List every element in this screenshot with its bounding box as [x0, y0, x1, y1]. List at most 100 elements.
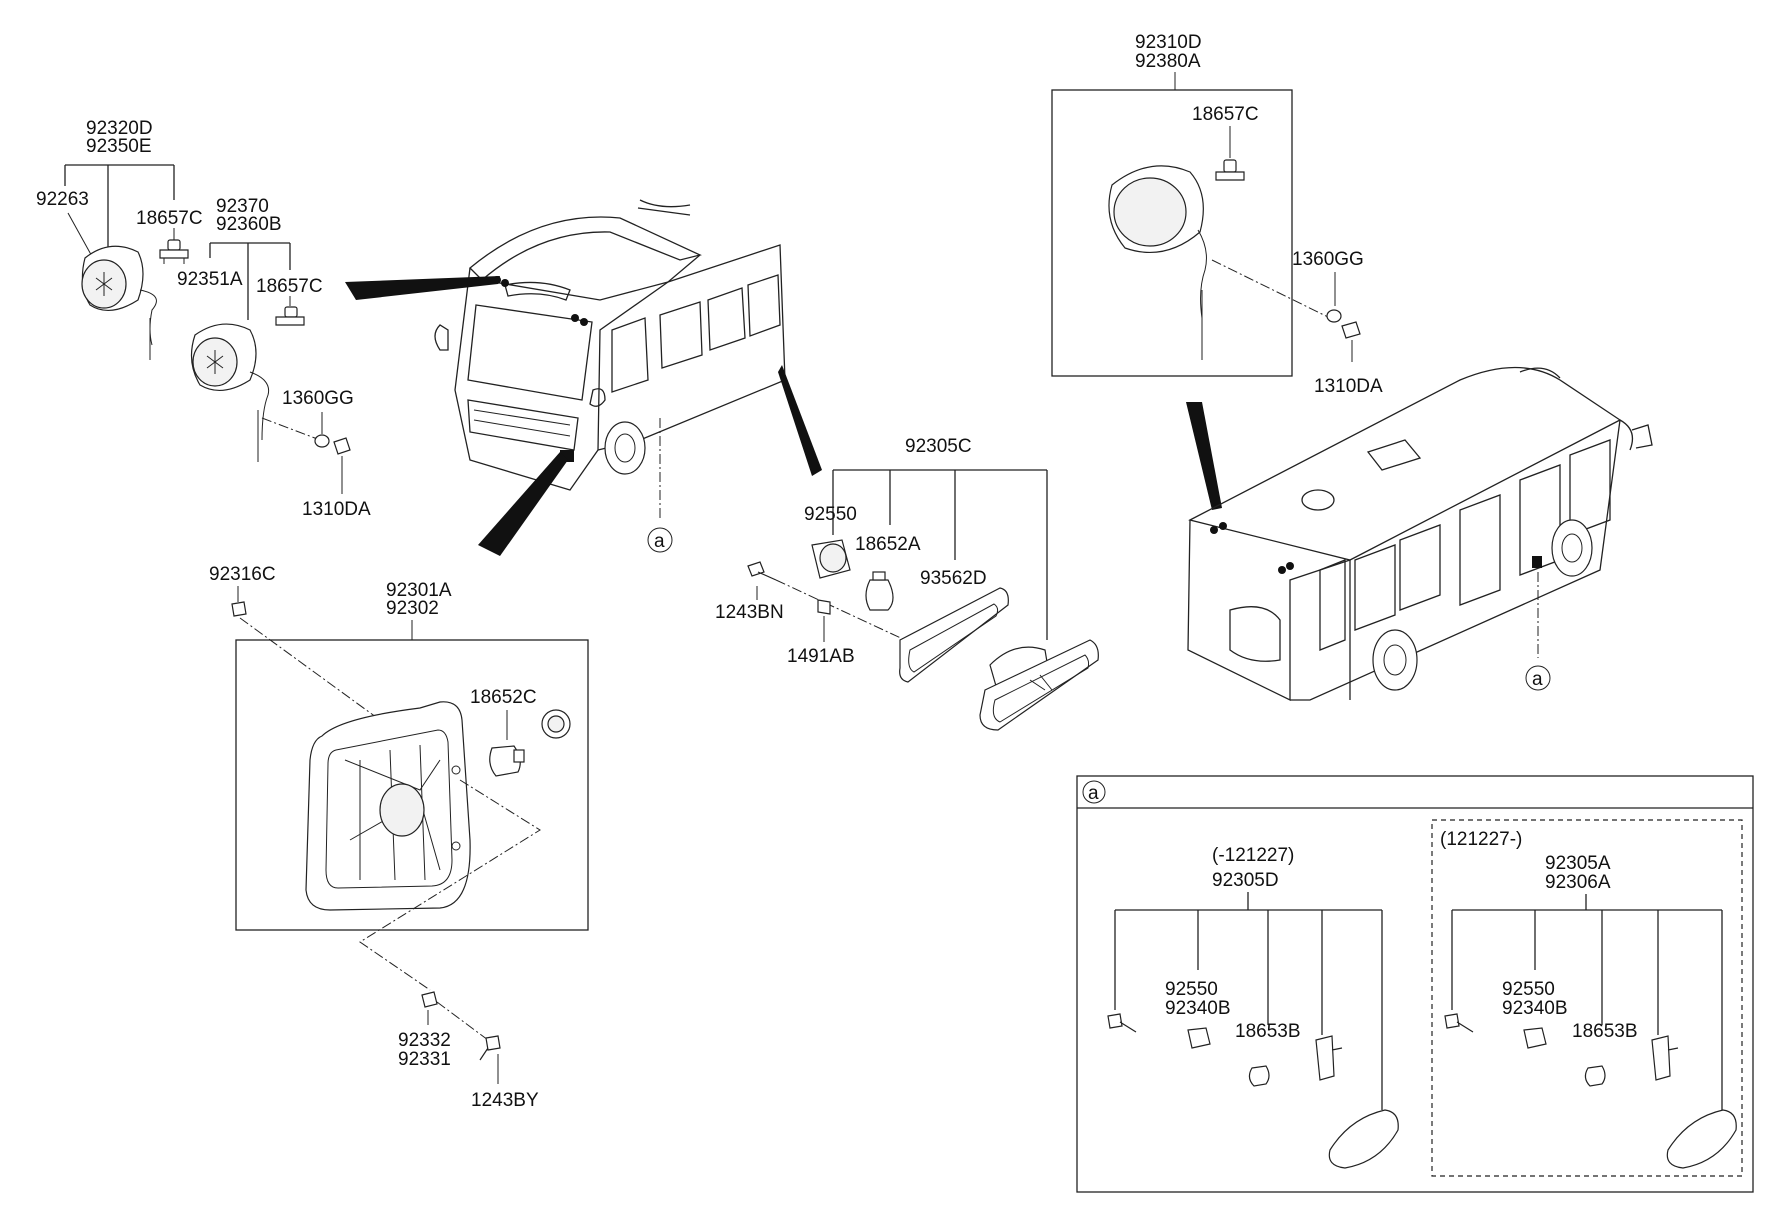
- label-18657c-c: 18657C: [1192, 104, 1259, 125]
- label-18653b-b: 18653B: [1572, 1021, 1638, 1042]
- label-92263: 92263: [36, 189, 89, 210]
- label-p121227: (121227-): [1440, 829, 1522, 850]
- axis-line-a: [261, 417, 321, 441]
- corner-lamp-part: [305, 701, 471, 911]
- washer-1360gg-a: [314, 434, 330, 448]
- washer-1360gg-b: [1326, 309, 1342, 323]
- ref-circle-a-2: [1525, 665, 1551, 691]
- marker-lens-detail-a: [1328, 1109, 1399, 1169]
- pointer-rear-roof: [1186, 402, 1222, 510]
- label-18657c-a: 18657C: [136, 208, 203, 229]
- label-18652a: 18652A: [855, 534, 921, 555]
- leader-92263: [67, 212, 95, 261]
- label-92332: 92332: [398, 1030, 451, 1051]
- nut-1310da-a: [333, 437, 351, 455]
- socket-92550-c: [1523, 1027, 1547, 1049]
- label-18652c: 18652C: [470, 687, 537, 708]
- corner-lamp-group: 92316C 92301A 92302 18652C 92: [209, 564, 589, 1111]
- label-92302: 92302: [386, 598, 439, 619]
- axis-line-c: [775, 579, 906, 641]
- label-18657c-b: 18657C: [256, 276, 323, 297]
- marker-lens-detail-b: [1666, 1109, 1737, 1169]
- ref-circle-a-1: [647, 527, 673, 553]
- label-1243bn: 1243BN: [715, 602, 784, 623]
- screw-detail-a: [1107, 1013, 1137, 1033]
- bulb-18653b-a: [1248, 1065, 1270, 1087]
- label-92306a: 92306A: [1545, 872, 1611, 893]
- label-1360gg-b: 1360GG: [1292, 249, 1364, 270]
- callout-92305d: [1114, 892, 1383, 1110]
- nut-92332: [421, 991, 438, 1008]
- label-m121227: (-121227): [1212, 845, 1294, 866]
- variant-box-121227: [1431, 819, 1743, 1177]
- rear-lamp-box: [1051, 89, 1293, 377]
- socket-92550-b: [1187, 1027, 1211, 1049]
- pointer-side-marker: [778, 365, 822, 476]
- axis-line-d: [239, 617, 381, 721]
- callout-92305c: [832, 469, 1048, 640]
- bulb-18657c-b: [275, 306, 305, 326]
- callout-92305a: [1451, 894, 1723, 1110]
- label-92380a: 92380A: [1135, 51, 1201, 72]
- pointer-roof-left: [345, 276, 500, 300]
- detail-a-frame: [1076, 775, 1754, 1193]
- label-92320d: 92320D: [86, 118, 153, 139]
- clip-1491ab: [817, 599, 831, 615]
- label-92340b-b: 92340B: [1502, 998, 1568, 1019]
- bus-front-view: [434, 199, 786, 491]
- label-92340b-a: 92340B: [1165, 998, 1231, 1019]
- axis-line-f: [436, 1001, 489, 1041]
- label-92301a: 92301A: [386, 580, 452, 601]
- bulb-18652a: [865, 571, 894, 611]
- label-1310da-b: 1310DA: [1314, 376, 1383, 397]
- ref-a-2: a: [1532, 669, 1543, 690]
- roof-lamp-part: [81, 245, 157, 360]
- detail-box-a: a (-121227) 92305D 92550 92340B 18653B (…: [1076, 775, 1754, 1193]
- roof-lamp-part-2: [190, 323, 270, 462]
- label-93562d: 93562D: [920, 568, 987, 589]
- screw-1243bn: [747, 561, 777, 581]
- gasket-93562d: [899, 587, 1009, 683]
- label-92360b: 92360B: [216, 214, 282, 235]
- label-92550-c: 92550: [1502, 979, 1555, 1000]
- ref-a-3: a: [1088, 783, 1099, 804]
- ref-circle-a-3: [1082, 780, 1106, 804]
- corner-lamp-box: [235, 639, 589, 931]
- screw-1243by: [479, 1035, 501, 1061]
- nut-1310da-b: [1341, 321, 1361, 339]
- label-92350e: 92350E: [86, 136, 152, 157]
- bulb-18652c: [489, 745, 525, 777]
- screw-detail-b: [1444, 1013, 1474, 1033]
- bracket-detail-a: [1315, 1035, 1343, 1081]
- callout-92370: [209, 242, 291, 320]
- roof-lamp-group-left: 92320D 92350E 92263 18657C 92370 92360B …: [36, 118, 371, 520]
- label-1243by: 1243BY: [471, 1090, 539, 1111]
- label-18653b-a: 18653B: [1235, 1021, 1301, 1042]
- label-92305d: 92305D: [1212, 870, 1279, 891]
- label-1360gg-a: 1360GG: [282, 388, 354, 409]
- label-92331: 92331: [398, 1049, 451, 1070]
- bus-rear-view: [1187, 366, 1653, 702]
- bulb-18657c-c: [1215, 159, 1245, 181]
- label-92305c: 92305C: [905, 436, 972, 457]
- label-92550-b: 92550: [1165, 979, 1218, 1000]
- rear-roof-lamp-part: [1108, 165, 1207, 360]
- pointer-corner-lamp: [478, 452, 568, 556]
- bulb-18653b-b: [1584, 1065, 1606, 1087]
- axis-line-e: [359, 779, 541, 991]
- label-1310da-a: 1310DA: [302, 499, 371, 520]
- label-92370: 92370: [216, 196, 269, 217]
- bulb-18657c-a: [159, 239, 189, 264]
- socket-92550-a: [811, 539, 851, 579]
- label-92305a: 92305A: [1545, 853, 1611, 874]
- rear-roof-lamp-group: 92310D 92380A 18657C 1360GG 1310DA: [1051, 32, 1383, 397]
- ref-a-1: a: [654, 531, 665, 552]
- bracket-detail-b: [1651, 1035, 1679, 1081]
- label-92550-a: 92550: [804, 504, 857, 525]
- label-1491ab: 1491AB: [787, 646, 855, 667]
- grommet-92316c: [231, 601, 247, 617]
- label-92310d: 92310D: [1135, 32, 1202, 53]
- marker-lamp-92305c: [979, 639, 1099, 731]
- label-92351a: 92351A: [177, 269, 243, 290]
